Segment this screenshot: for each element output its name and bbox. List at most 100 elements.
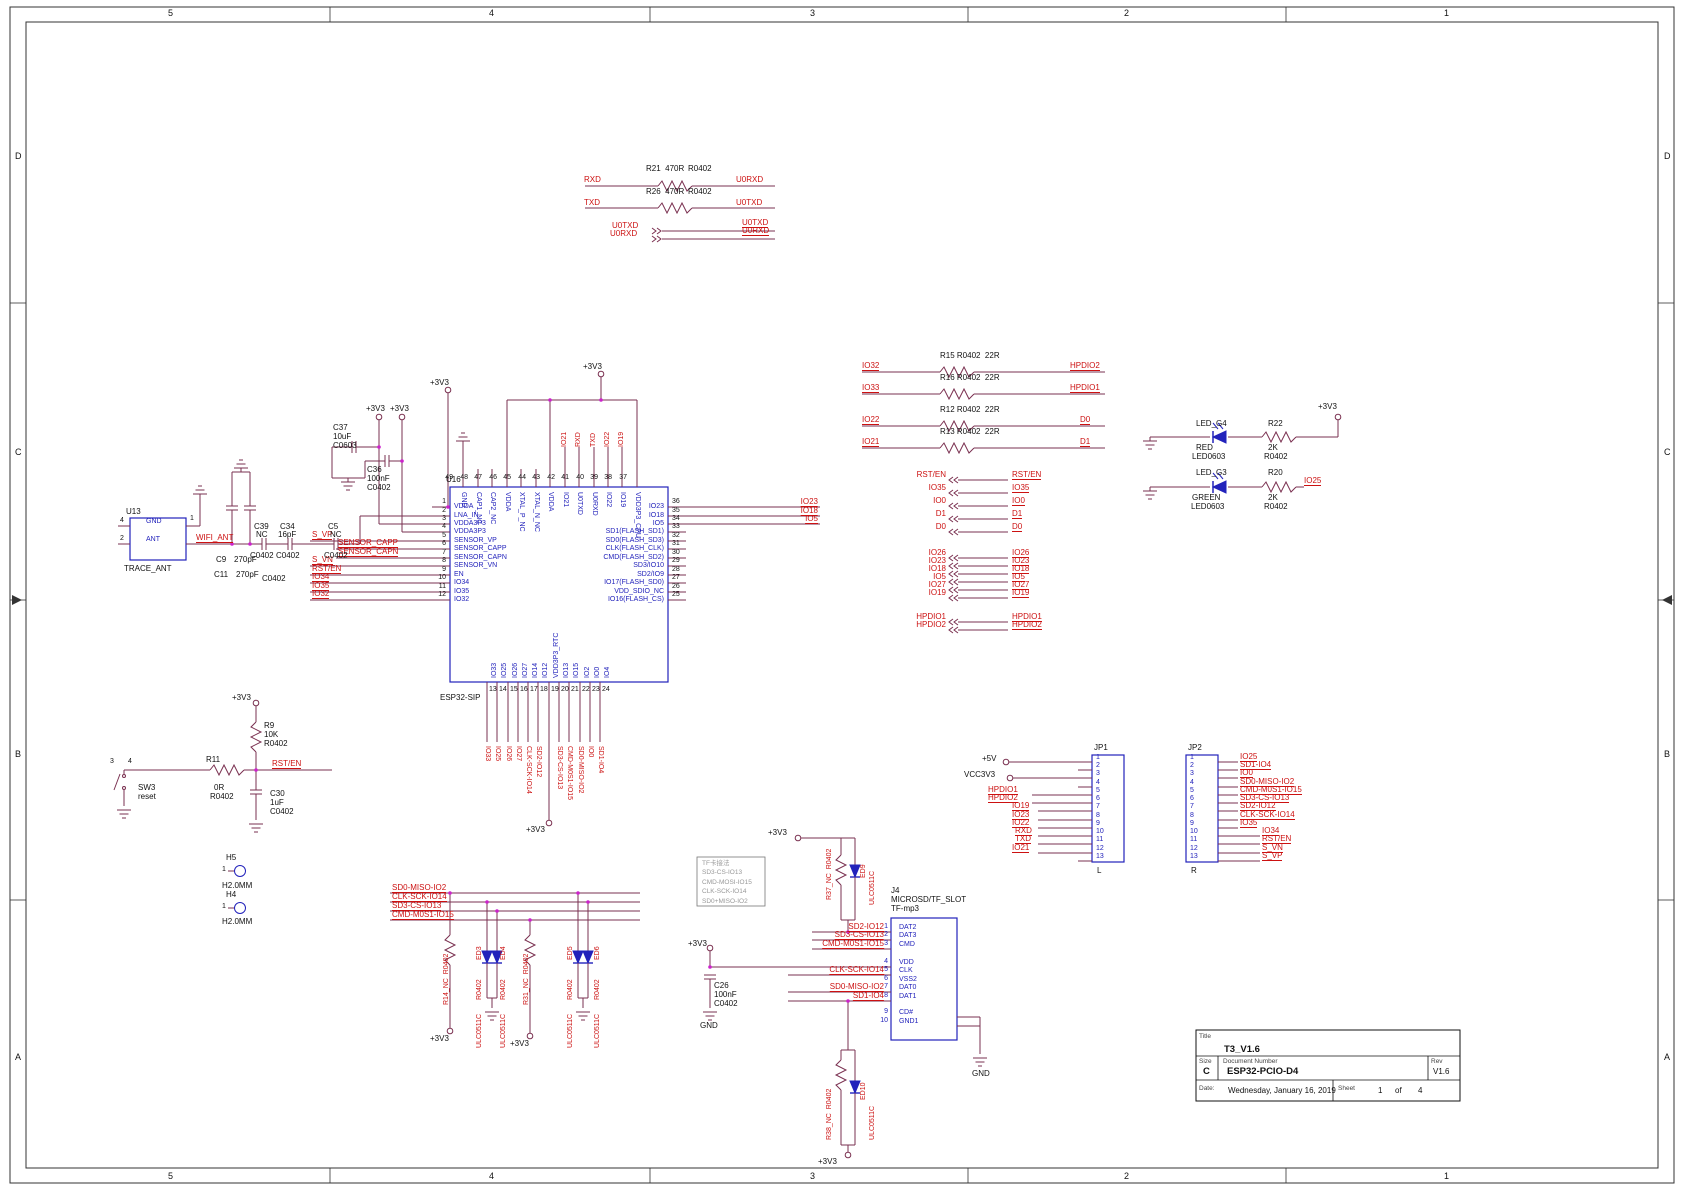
text-label: H2.0MM: [222, 917, 253, 926]
power-label: +3V3: [232, 693, 251, 702]
border-column: 2: [1124, 8, 1130, 18]
net-label: IO32: [862, 361, 880, 371]
net-label: ULC0511C: [869, 870, 876, 905]
text-label: C26: [714, 981, 729, 990]
net-label: IO5: [1012, 572, 1025, 582]
net-label: IO0: [587, 746, 594, 758]
net-label: SD3-CS-IO13: [392, 901, 442, 911]
net-label: HPDIO1: [916, 612, 946, 621]
net-label: ED6: [594, 946, 601, 960]
net-label: R0402: [567, 979, 574, 1000]
border-column: 2: [1124, 1171, 1130, 1181]
text-label: R0402: [688, 164, 712, 173]
text-label: C0402: [324, 551, 348, 560]
text-label: H2.0MM: [222, 881, 253, 890]
pin-number: 10: [1190, 828, 1198, 835]
pin-number: 44: [518, 474, 526, 481]
pin-name: IO18: [648, 512, 664, 519]
pin-name: GND1: [899, 1018, 919, 1025]
text-label: LED0603: [1191, 502, 1225, 511]
text-label: reset: [138, 792, 156, 801]
text-label: 2K: [1268, 493, 1278, 502]
pin-name: VDD: [899, 959, 914, 966]
text-label: 1: [222, 866, 226, 873]
title-label: Title: [1199, 1033, 1212, 1040]
net-label: SD0-MISO-IO2: [577, 746, 584, 794]
pin-name: IO34: [454, 579, 470, 586]
pin-number: 8: [1190, 812, 1194, 819]
net-label: IO23: [1012, 810, 1030, 820]
text-label: U16: [446, 475, 461, 484]
pin-name: CAP1_NC: [475, 492, 482, 525]
pin-name: ANT: [146, 536, 160, 543]
text-label: GREEN: [1192, 493, 1221, 502]
pin-number: 15: [510, 686, 518, 693]
pin-number: 24: [602, 686, 610, 693]
net-label: SD1-IO4: [1240, 760, 1272, 770]
border-row: C: [15, 447, 22, 457]
net-label: IO26: [505, 746, 512, 762]
pin-name: CMD: [899, 941, 915, 948]
pin-name: IO12: [542, 662, 549, 678]
pin-name: IO27: [522, 662, 529, 678]
pin-number: 33: [672, 523, 680, 530]
text-label: C11: [214, 570, 229, 579]
net-label: S_VN: [312, 555, 333, 565]
pin-number: 36: [672, 498, 680, 505]
pin-name: SD1(FLASH_SD1): [605, 528, 664, 535]
pin-number: 6: [884, 975, 888, 982]
net-label: HPDIO2: [988, 793, 1018, 803]
pin-name: IO13: [563, 662, 570, 678]
pin-number: 9: [1096, 820, 1100, 827]
net-label: IO33: [862, 383, 880, 393]
net-label: U0TXD: [736, 198, 763, 207]
border-column: 5: [168, 8, 174, 18]
pin-number: 2: [884, 931, 888, 938]
net-label: CLK-SCK-IO14: [1240, 810, 1295, 820]
pin-name: CD#: [899, 1009, 914, 1016]
pin-name: VDD_SDIO_NC: [614, 588, 664, 595]
pin-name: IO26: [512, 662, 519, 678]
text-label: LED_G3: [1196, 468, 1227, 477]
pin-number: 37: [619, 474, 627, 481]
border-column: 1: [1444, 8, 1450, 18]
power-label: VCC3V3: [964, 770, 996, 779]
net-label: CLK-SCK-IO14: [829, 965, 884, 975]
pin-number: 40: [576, 474, 584, 481]
pin-name: VDDA: [547, 492, 554, 512]
pin-number: 17: [530, 686, 538, 693]
text-label: JP2: [1188, 743, 1202, 752]
power-label: +5V: [982, 754, 997, 763]
net-label: CMD-M0S1-IO15: [1240, 785, 1302, 795]
pin-number: 7: [442, 549, 446, 556]
net-label: IO26: [1012, 548, 1030, 558]
text-label: C0603: [333, 441, 357, 450]
text-label: 100nF: [714, 990, 737, 999]
text-label: R9: [264, 721, 275, 730]
text-label: H4: [226, 890, 237, 899]
text-label: LED0603: [1192, 452, 1226, 461]
power-label: +3V3: [390, 404, 409, 413]
net-label: RST/EN: [312, 564, 342, 574]
net-label: IO34: [1262, 826, 1280, 836]
pin-name: IO25: [501, 662, 508, 678]
pin-number: 4: [442, 523, 446, 530]
net-label: R38_NC R0402: [826, 1088, 833, 1140]
text-label: R12 R0402 22R: [940, 405, 1000, 414]
net-label: SD0-MISO-IO2: [392, 883, 447, 893]
pin-number: 1: [442, 498, 446, 505]
net-label: SD2-IO12: [848, 922, 884, 932]
pin-name: VDDA3P3: [454, 520, 486, 527]
size-label: Size: [1199, 1058, 1212, 1065]
net-label: IO0: [1240, 768, 1253, 778]
pin-name: SENSOR_CAPP: [454, 545, 507, 552]
text-label: C30: [270, 789, 285, 798]
net-label: HPDIO2: [1012, 620, 1042, 630]
net-label: RST/EN: [272, 759, 302, 769]
pin-name: CLK(FLASH_CLK): [605, 545, 664, 552]
net-label: D0: [935, 522, 946, 531]
net-label: U0RXD: [736, 175, 764, 184]
net-label: SD1-IO4: [597, 746, 604, 774]
pin-number: 39: [590, 474, 598, 481]
pin-name: IO33: [491, 662, 498, 678]
